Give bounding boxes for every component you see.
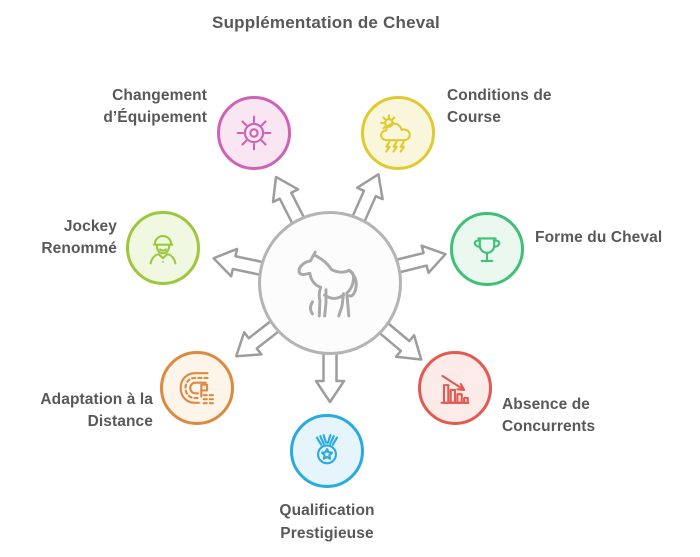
label-line: Qualification: [279, 502, 375, 519]
label-line: Jockey: [63, 218, 117, 235]
node-forme-cheval: [450, 212, 524, 286]
label-line: Prestigieuse: [280, 525, 374, 542]
horse-icon: [297, 250, 358, 318]
node-qualification-prestigieuse: [290, 414, 364, 488]
label-line: d’Équipement: [103, 109, 207, 126]
node-changement-equipement: [217, 96, 291, 170]
label-conditions-course: Conditions de Course: [447, 85, 617, 129]
medal-icon: [315, 434, 339, 465]
hub-circle: [258, 211, 402, 355]
storm-weather-icon: [380, 114, 411, 153]
node-adaptation-distance: [160, 351, 234, 425]
helm-icon: [236, 115, 272, 151]
racetrack-icon: [179, 372, 215, 405]
node-jockey-renomme: [126, 211, 200, 285]
label-absence-concurrents: Absence de Concurrents: [502, 394, 672, 438]
label-line: Forme du Cheval: [535, 229, 663, 246]
label-line: Conditions de: [447, 87, 552, 104]
label-adaptation-distance: Adaptation à la Distance: [0, 389, 153, 433]
diagram-title: Supplémentation de Cheval: [212, 13, 440, 32]
trophy-icon: [473, 237, 501, 263]
label-qualification-prestigieuse: Qualification Prestigieuse: [217, 499, 437, 545]
label-forme-cheval: Forme du Cheval: [535, 227, 695, 249]
node-absence-concurrents: [418, 351, 492, 425]
label-jockey-renomme: Jockey Renommé: [0, 216, 117, 260]
label-line: Distance: [87, 413, 153, 430]
label-line: Changement: [112, 87, 207, 104]
label-line: Course: [447, 109, 502, 126]
node-conditions-course: [361, 96, 435, 170]
label-line: Adaptation à la: [40, 391, 153, 408]
label-line: Renommé: [41, 240, 117, 257]
jockey-icon: [149, 235, 177, 265]
label-line: Absence de: [502, 396, 591, 413]
declining-chart-icon: [440, 374, 470, 404]
label-changement-equipement: Changement d’Équipement: [40, 85, 207, 129]
label-line: Concurrents: [502, 418, 596, 435]
